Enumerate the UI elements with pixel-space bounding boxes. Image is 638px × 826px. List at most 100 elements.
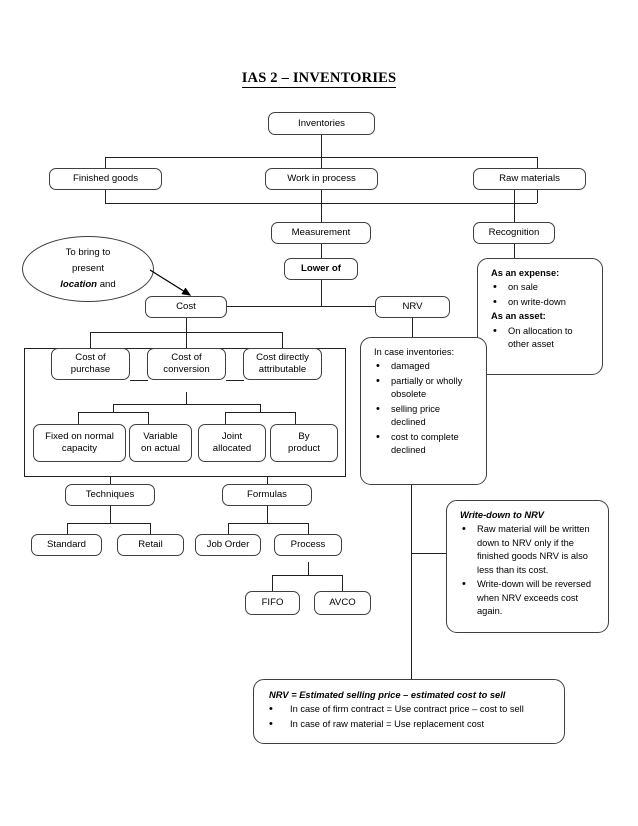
node-techniques-label: Techniques [85, 489, 135, 501]
node-avco-label: AVCO [329, 597, 356, 609]
connector-leaves-right-drop [260, 404, 261, 412]
node-standard-label: Standard [47, 539, 86, 551]
connector-to-avco [342, 575, 343, 591]
node-finished-goods[interactable]: Finished goods [49, 168, 162, 190]
connector-nrv-cases-down [411, 485, 412, 679]
node-joint-allocated[interactable]: Joint allocated [198, 424, 266, 462]
connector-cost-nrv-bus [186, 306, 413, 307]
node-work-in-process-label: Work in process [287, 173, 356, 185]
connector-to-formulas [267, 477, 268, 484]
connector-work-in-process-down [321, 190, 322, 222]
node-joint-allocated-line1: Joint [221, 431, 243, 443]
node-cost-of-purchase-line1: Cost of [75, 352, 106, 364]
node-cost-directly-attributable[interactable]: Cost directly attributable [243, 348, 322, 380]
node-fixed-on-normal-capacity-line2: capacity [61, 443, 98, 454]
connector-cost-down [186, 318, 187, 332]
connector-measurement-down [321, 244, 322, 258]
connector-to-cost-of-conversion [186, 332, 187, 348]
nrv-formula-header: NRV = Estimated selling price – estimate… [269, 690, 506, 700]
connector-leaves-right-bus [225, 412, 295, 413]
node-avco[interactable]: AVCO [314, 591, 371, 615]
list-item: on write-down [487, 295, 593, 312]
list-item: cost to complete declined [370, 430, 477, 458]
node-retail[interactable]: Retail [117, 534, 184, 556]
node-techniques[interactable]: Techniques [65, 484, 155, 506]
node-variable-on-actual[interactable]: Variable on actual [129, 424, 192, 462]
node-cost-directly-attributable-line1: Cost directly [256, 352, 309, 364]
list-item: damaged [370, 359, 477, 376]
node-cost-of-conversion[interactable]: Cost of conversion [147, 348, 226, 380]
node-work-in-process[interactable]: Work in process [265, 168, 378, 190]
page-title-text: IAS 2 – INVENTORIES [241, 70, 397, 88]
writedown-header: Write-down to NRV [460, 510, 545, 520]
node-fixed-on-normal-capacity[interactable]: Fixed on normal capacity [33, 424, 126, 462]
node-measurement[interactable]: Measurement [271, 222, 371, 244]
node-formulas[interactable]: Formulas [222, 484, 312, 506]
connector-recognition-down [514, 244, 515, 258]
node-fifo-label: FIFO [261, 597, 284, 609]
connector-to-retail [150, 523, 151, 534]
node-process[interactable]: Process [274, 534, 342, 556]
connector-to-joint-allocated [225, 412, 226, 424]
node-by-product-line1: By [298, 431, 310, 443]
connector-purchase-conversion-link [130, 380, 148, 381]
connector-to-cost-of-purchase [90, 332, 91, 348]
node-retail-label: Retail [138, 539, 163, 551]
connector-to-work-in-process [321, 157, 322, 168]
node-raw-materials[interactable]: Raw materials [473, 168, 586, 190]
nrv-cases-list: damaged partially or wholly obsolete sel… [370, 359, 477, 458]
connector-to-finished-goods [105, 157, 106, 168]
list-item: In case of raw material = Use replacemen… [263, 717, 555, 734]
list-item: On allocation to other asset [487, 324, 593, 352]
node-inventories-label: Inventories [298, 117, 345, 129]
writedown-to-nrv-box: Write-down to NRV Raw material will be w… [446, 500, 609, 633]
node-variable-on-actual-line2: on actual [141, 443, 180, 454]
connector-to-variable-on-actual [148, 412, 149, 424]
recognition-asset-list: On allocation to other asset [487, 324, 593, 352]
nrv-cases-box: In case inventories: damaged partially o… [360, 337, 487, 485]
page-title: IAS 2 – INVENTORIES [0, 70, 638, 88]
node-lower-of[interactable]: Lower of [284, 258, 358, 280]
connector-to-process [308, 523, 309, 534]
connector-conversion-leaves-bus [113, 404, 260, 405]
node-standard[interactable]: Standard [31, 534, 102, 556]
node-cost-directly-attributable-line2: attributable [258, 364, 307, 375]
node-cost[interactable]: Cost [145, 296, 227, 318]
recognition-expense-list: on sale on write-down [487, 280, 593, 312]
node-job-order[interactable]: Job Order [195, 534, 261, 556]
connector-bus-right-up [537, 190, 538, 203]
recognition-detail-box: As an expense: on sale on write-down As … [477, 258, 603, 375]
node-process-label: Process [290, 539, 326, 551]
connector-conversion-down [186, 392, 187, 404]
node-cost-of-purchase[interactable]: Cost of purchase [51, 348, 130, 380]
ellipse-line-3-rest: and [97, 278, 116, 290]
node-cost-of-conversion-line2: conversion [163, 364, 210, 375]
list-item: partially or wholly obsolete [370, 374, 477, 402]
node-by-product[interactable]: By product [270, 424, 338, 462]
node-recognition[interactable]: Recognition [473, 222, 555, 244]
node-lower-of-label: Lower of [301, 263, 341, 275]
node-inventories[interactable]: Inventories [268, 112, 375, 135]
connector-to-techniques [110, 477, 111, 484]
node-measurement-label: Measurement [291, 227, 351, 239]
connector-level2-bus [105, 203, 537, 204]
list-item: Write-down will be reversed when NRV exc… [456, 577, 599, 618]
connector-techniques-bus [67, 523, 150, 524]
recognition-expense-header: As an expense: [491, 268, 560, 278]
connector-to-by-product [295, 412, 296, 424]
connector-process-bus [272, 575, 342, 576]
connector-leaves-left-bus [78, 412, 148, 413]
node-cost-of-conversion-line1: Cost of [171, 352, 202, 364]
nrv-cases-header: In case inventories: [374, 347, 455, 357]
node-formulas-label: Formulas [247, 489, 287, 501]
list-item: selling price declined [370, 402, 477, 430]
node-fifo[interactable]: FIFO [245, 591, 300, 615]
node-nrv[interactable]: NRV [375, 296, 450, 318]
node-variable-on-actual-line1: Variable [143, 431, 178, 443]
ellipse-to-cost-arrow [149, 269, 192, 296]
node-joint-allocated-line2: allocated [212, 443, 252, 454]
node-fixed-on-normal-capacity-line1: Fixed on normal [45, 431, 114, 443]
connector-finished-goods-down [105, 190, 106, 203]
connector-to-writedown-box [411, 553, 446, 554]
